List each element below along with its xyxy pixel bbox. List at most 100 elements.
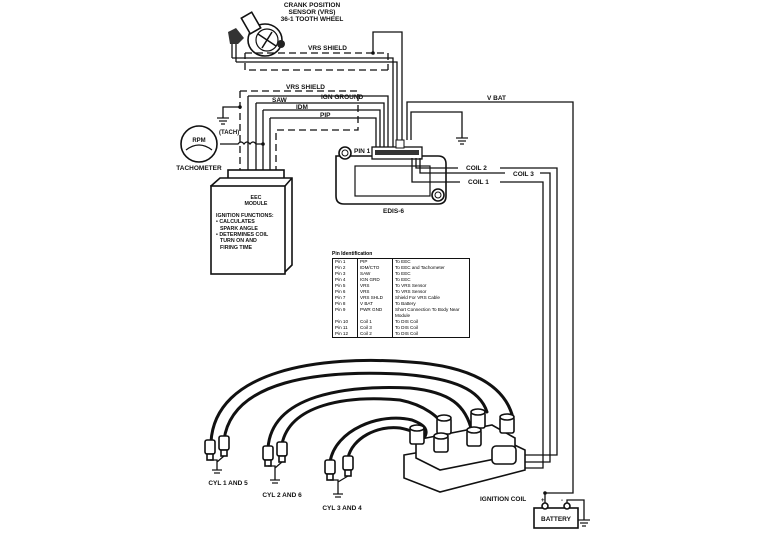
ignition-coil-label: IGNITION COIL xyxy=(480,496,526,503)
pin-number-cell: Pin 5 xyxy=(332,283,358,289)
crank-position-sensor xyxy=(228,11,285,62)
pin-signal-cell: IGN GRD xyxy=(357,277,393,283)
eec-title-line1: EEC xyxy=(250,195,262,201)
pin-table-title: Pin Identification xyxy=(332,251,373,257)
spark-plug-cyl3 xyxy=(324,459,336,481)
battery-minus-label: - xyxy=(561,498,563,504)
coil3-label: COIL 3 xyxy=(513,171,534,178)
eec-function-line: TURN ON AND xyxy=(220,238,257,245)
tachometer-label: TACHOMETER xyxy=(176,165,222,172)
eec-title: EEC MODULE xyxy=(216,195,296,208)
eec-module xyxy=(209,169,293,275)
coil-tower xyxy=(409,424,425,445)
pin1-label: PIN 1 xyxy=(354,148,371,155)
ignition-coil-pack xyxy=(403,408,526,493)
pin-signal-cell: VRS SHLD xyxy=(357,295,393,301)
cyl34-label: CYL 3 AND 4 xyxy=(322,505,362,512)
pin-number-cell: Pin 6 xyxy=(332,289,358,295)
pin-destination-cell: Short Connection To Body Near Module xyxy=(395,307,460,318)
pin-signal-cell: SAW xyxy=(357,271,393,277)
pin-destination-cell: To DIS Coil xyxy=(395,325,418,330)
coil-tower xyxy=(436,414,452,435)
cyl26-label: CYL 2 AND 6 xyxy=(262,492,302,499)
pin-number-cell: Pin 8 xyxy=(332,301,358,307)
battery-plus-label: + xyxy=(541,498,545,504)
pin-signal-cell: V BAT xyxy=(357,301,393,307)
pin-destination-cell: To VRS Sensor xyxy=(395,283,427,288)
vrs-shield-label: VRS SHIELD xyxy=(286,84,325,91)
pin-number-cell: Pin 12 xyxy=(332,331,358,338)
pin-destination-cell: Shield For VRS Cable xyxy=(395,295,440,300)
v-bat-label: V BAT xyxy=(487,95,506,102)
coil-tower xyxy=(499,413,515,434)
crank-sensor-label-2: SENSOR (VRS) xyxy=(289,9,336,16)
saw-label: SAW xyxy=(272,97,288,104)
spark-plug-cyl1 xyxy=(204,439,216,461)
pin-signal-cell: Coil 3 xyxy=(357,325,393,331)
pin-destination-cell: To Battery xyxy=(395,301,416,306)
pin-destination-cell: To EEC xyxy=(395,271,411,276)
pin-destination-cell: To EEC xyxy=(395,259,411,264)
ign-ground-label: IGN GROUND xyxy=(321,94,364,101)
pin-signal-cell: PWR GND xyxy=(357,307,393,319)
edis-6-module xyxy=(335,139,447,205)
pin-destination-cell: To VRS Sensor xyxy=(395,289,427,294)
pin-signal-cell: PIP xyxy=(357,258,393,265)
pin-number-cell: Pin 7 xyxy=(332,295,358,301)
edis-label: EDIS-6 xyxy=(383,208,404,215)
coil2-label: COIL 2 xyxy=(466,165,487,172)
spark-plug-cyl4 xyxy=(342,455,354,477)
spark-plug-cyl2 xyxy=(262,445,274,467)
eec-harness xyxy=(217,90,389,172)
pin-number-cell: Pin 10 xyxy=(332,319,358,325)
pin-destination-cell: To EEC and Tachometer xyxy=(395,265,445,270)
crank-sensor-label-3: 36-1 TOOTH WHEEL xyxy=(281,16,344,23)
battery-label: BATTERY xyxy=(541,516,572,523)
eec-functions-heading: IGNITION FUNCTIONS: xyxy=(216,212,274,219)
battery xyxy=(533,491,590,529)
pin-signal-cell: VRS xyxy=(357,283,393,289)
pin-destination-cell: To DIS Coil xyxy=(395,319,418,324)
pin-number-cell: Pin 4 xyxy=(332,277,358,283)
idm-label: IDM xyxy=(296,104,308,111)
pin-number-cell: Pin 9 xyxy=(332,307,358,319)
pin-destination-cell: To EEC xyxy=(395,277,411,282)
crank-sensor-label-1: CRANK POSITION xyxy=(284,2,341,9)
tach-label: (TACH) xyxy=(219,130,239,136)
eec-function-line: • DETERMINES COIL xyxy=(216,232,269,239)
spark-plug-cyl6 xyxy=(276,441,288,463)
coil-wires xyxy=(411,158,558,469)
vbat-wiring xyxy=(406,101,574,494)
tachometer-gauge xyxy=(180,125,218,163)
eec-function-line: SPARK ANGLE xyxy=(220,225,258,232)
eec-function-line: • CALCULATES xyxy=(216,219,255,226)
pin-number-cell: Pin 11 xyxy=(332,325,358,331)
spark-plug-cyl5 xyxy=(218,435,230,457)
pip-label: PIP xyxy=(320,112,331,119)
coil1-label: COIL 1 xyxy=(468,179,489,186)
pin-number-cell: Pin 3 xyxy=(332,271,358,277)
pin-destination-cell: To DIS Coil xyxy=(395,331,418,336)
eec-title-line2: MODULE xyxy=(244,201,268,208)
pin-signal-cell: VRS xyxy=(357,289,393,295)
spark-plugs xyxy=(204,435,354,498)
pin-number-cell: Pin 2 xyxy=(332,265,358,271)
pin-signal-cell: Coil 2 xyxy=(357,331,393,338)
pin-signal-cell: IDM/CTO xyxy=(357,265,393,271)
coil-tower xyxy=(433,432,449,453)
